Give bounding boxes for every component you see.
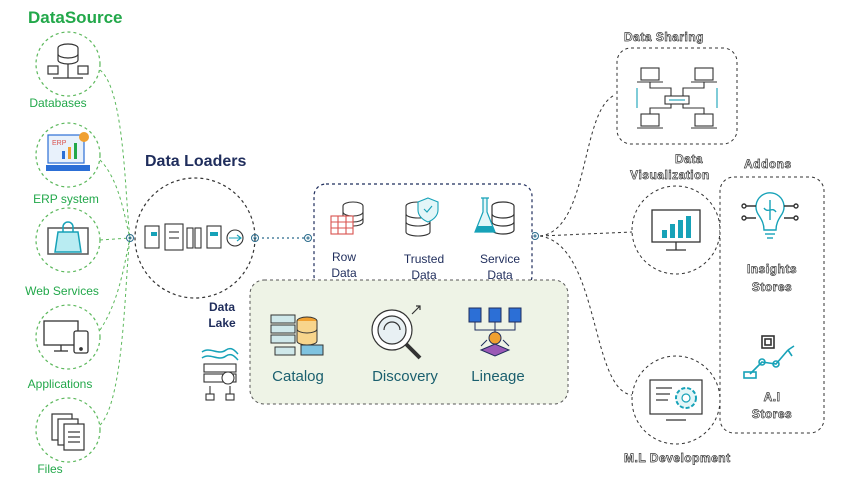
flask-db-icon	[474, 197, 515, 235]
erp-icon: ERP	[46, 132, 90, 171]
row-data-label-1: Row	[331, 250, 356, 264]
ai-label-2: Stores	[751, 407, 793, 422]
ml-title: M.L Development	[624, 451, 731, 466]
ai-label-1: A.I	[763, 390, 781, 405]
ml-monitor-icon	[649, 379, 703, 421]
datasource-title: DataSource	[28, 8, 123, 27]
data-lake-label-2: Lake	[208, 316, 236, 330]
zones-to-consumers-connectors	[539, 94, 633, 396]
source-label-databases: Databases	[29, 96, 87, 110]
loader-pipeline-icon	[144, 223, 244, 251]
source-connectors	[99, 69, 131, 426]
catalog-icon	[270, 314, 324, 356]
loaders-title: Data Loaders	[145, 153, 247, 170]
network-share-icon	[636, 67, 718, 129]
files-icon	[51, 413, 85, 451]
trusted-data-label-2: Data	[411, 268, 437, 282]
viz-title-2: Visualization	[630, 168, 710, 183]
addons-title: Addons	[744, 157, 792, 172]
monitor-chart-icon	[651, 209, 701, 251]
shield-db-icon	[405, 197, 439, 237]
source-label-web-services: Web Services	[25, 284, 99, 298]
source-label-files: Files	[37, 462, 63, 476]
shopping-bag-icon	[47, 221, 89, 255]
svg-text:ERP: ERP	[52, 140, 67, 147]
catalog-label: Catalog	[272, 368, 324, 385]
table-db-icon	[330, 201, 364, 235]
data-lake-icon	[201, 347, 239, 401]
viz-title-1: Data	[674, 152, 703, 167]
discovery-label: Discovery	[372, 368, 438, 385]
insights-label-2: Stores	[751, 280, 793, 295]
row-data-label-2: Data	[331, 266, 357, 280]
database-icon	[47, 43, 89, 79]
addons-box	[719, 176, 825, 434]
robot-arm-icon	[743, 335, 795, 379]
lineage-label: Lineage	[471, 368, 525, 385]
brain-bulb-icon	[741, 192, 799, 239]
insights-label-1: Insights	[746, 262, 797, 277]
service-data-label-2: Data	[487, 268, 513, 282]
data-lake-label-1: Data	[208, 300, 235, 314]
source-label-erp: ERP system	[33, 192, 99, 206]
source-label-applications: Applications	[27, 377, 93, 391]
lineage-icon	[468, 307, 522, 357]
service-data-label-1: Service	[479, 252, 520, 266]
discovery-icon	[371, 305, 422, 360]
devices-icon	[43, 320, 89, 354]
data-sharing-title: Data Sharing	[624, 30, 705, 45]
trusted-data-label-1: Trusted	[403, 252, 445, 266]
